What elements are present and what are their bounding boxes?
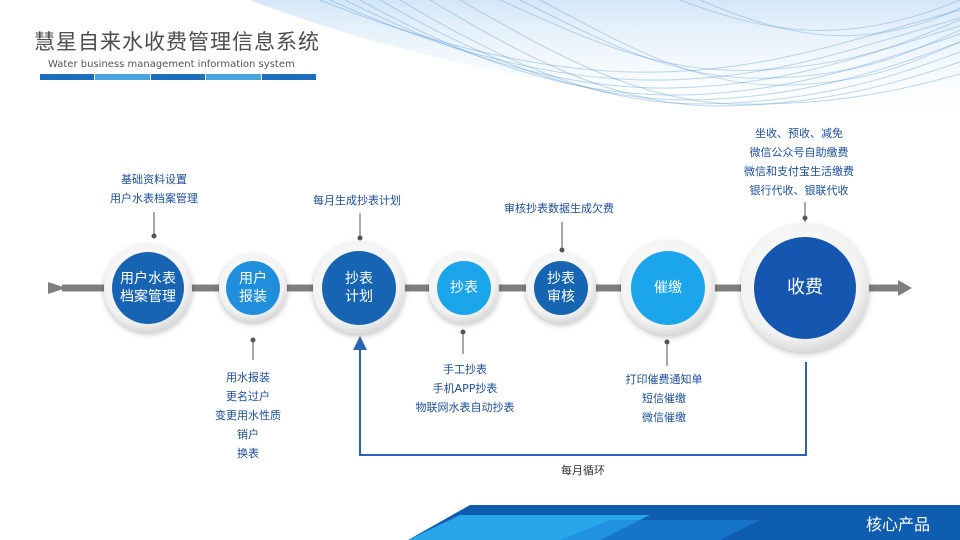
- flow-node-plan: [313, 242, 405, 334]
- callout-lines: [151, 202, 808, 366]
- note-line: 短信催缴: [642, 392, 686, 405]
- note-line: 微信公众号自助缴费: [749, 146, 849, 159]
- flow-node-charge: [741, 224, 869, 352]
- note-line: 审核抄表数据生成欠费: [504, 202, 614, 215]
- note-line: 用户水表档案管理: [110, 192, 198, 205]
- monthly-loop-connector: [353, 336, 807, 456]
- flow-node-read: [429, 253, 499, 323]
- note-line: 微信和支付宝生活缴费: [744, 165, 854, 178]
- node-label-archive: 用户水表 档案管理: [120, 271, 176, 305]
- flow-node-urge: [621, 241, 715, 335]
- note-line: 销户: [237, 428, 259, 441]
- note-line: 物联网水表自动抄表: [415, 401, 515, 414]
- note-line: 基础资料设置: [121, 173, 187, 186]
- note-line: 坐收、预收、减免: [755, 127, 843, 140]
- note-install: 用水报装 更名过户 变更用水性质 销户 换表: [215, 368, 281, 463]
- note-line: 换表: [237, 447, 259, 460]
- note-plan: 每月生成抄表计划: [313, 191, 401, 210]
- note-line: 打印催费通知单: [625, 373, 703, 386]
- title-underline-bar: [40, 74, 317, 80]
- note-archive: 基础资料设置 用户水表档案管理: [110, 170, 198, 208]
- node-label-install: 用户 报装: [239, 271, 267, 305]
- note-line: 用水报装: [226, 371, 270, 384]
- note-line: 手机APP抄表: [432, 382, 498, 395]
- note-line: 微信催缴: [642, 411, 686, 424]
- flow-node-archive: [104, 244, 192, 332]
- note-line: 手工抄表: [443, 363, 487, 376]
- node-label-plan: 抄表 计划: [345, 271, 373, 305]
- note-line: 变更用水性质: [215, 409, 281, 422]
- note-audit: 审核抄表数据生成欠费: [504, 199, 614, 218]
- note-line: 更名过户: [226, 390, 270, 403]
- note-line: 每月生成抄表计划: [313, 194, 401, 207]
- note-urge: 打印催费通知单 短信催缴 微信催缴: [626, 370, 703, 427]
- note-line: 银行代收、银联代收: [749, 184, 849, 197]
- flow-node-install: [219, 254, 287, 322]
- page-title: 慧星自来水收费管理信息系统: [34, 30, 320, 54]
- note-read: 手工抄表 手机APP抄表 物联网水表自动抄表: [416, 360, 515, 417]
- note-charge: 坐收、预收、减免 微信公众号自助缴费 微信和支付宝生活缴费 银行代收、银联代收: [744, 124, 854, 200]
- node-label-audit: 抄表 审核: [547, 271, 575, 305]
- node-label-charge: 收费: [787, 277, 823, 298]
- node-label-read: 抄表: [450, 280, 478, 296]
- loop-label: 每月循环: [561, 464, 605, 477]
- node-label-urge: 催缴: [654, 280, 682, 296]
- flow-node-audit: [526, 253, 596, 323]
- page-subtitle: Water business management information sy…: [48, 59, 295, 70]
- footer-label: 核心产品: [865, 515, 930, 534]
